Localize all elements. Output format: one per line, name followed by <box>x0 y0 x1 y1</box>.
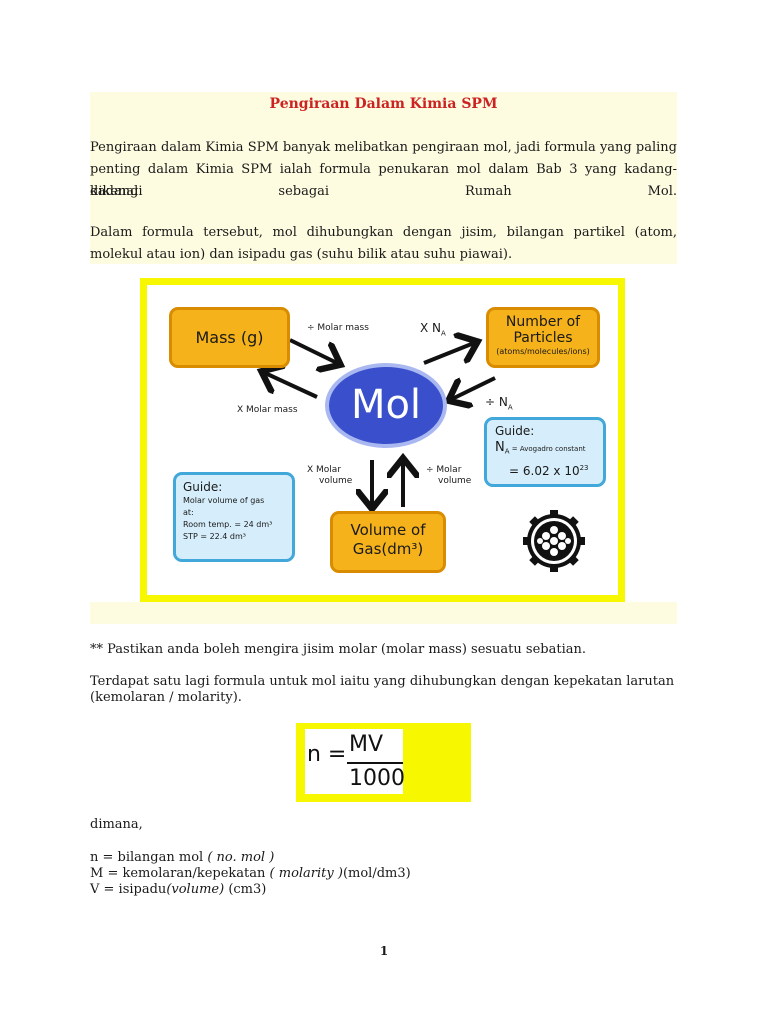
paragraph-intro-last-line: dikenali sebagai Rumah Mol. <box>90 181 677 203</box>
label-times-na-sub: A <box>441 329 446 338</box>
guide-right-na-sub: A <box>504 447 510 456</box>
dimana-label: dimana, <box>90 817 143 832</box>
guide-avogadro-box: Guide: NA = Avogadro constant = 6.02 x 1… <box>484 417 606 487</box>
definition-n: n = bilangan mol ( no. mol ) <box>90 850 274 866</box>
diagram-arrows <box>147 285 585 572</box>
definition-m-italic: ( molarity ) <box>269 866 343 881</box>
definition-m-unit: (mol/dm3) <box>342 866 411 881</box>
volume-label-line1: Volume of <box>350 521 426 539</box>
mol-circle: Mol <box>325 363 447 448</box>
label-divide-molar-mass: ÷ Molar mass <box>307 323 369 333</box>
paragraph-molarity-line1: Terdapat satu lagi formula untuk mol iai… <box>90 674 675 689</box>
definition-v-text: V = isipadu <box>90 882 167 897</box>
paragraph-formula-description: Dalam formula tersebut, mol dihubungkan … <box>90 225 677 262</box>
definition-m-text: M = kemolaran/kepekatan <box>90 866 266 881</box>
mol-label: Mol <box>350 382 422 428</box>
guide-left-line4: STP = 22.4 dm³ <box>183 532 247 541</box>
paragraph-molarity-line2: (kemolaran / molarity). <box>90 690 242 705</box>
definition-n-italic: ( no. mol ) <box>207 850 275 865</box>
definition-v: V = isipadu(volume) (cm3) <box>90 882 266 898</box>
label-times-molar-mass: X Molar mass <box>237 405 298 415</box>
arrow-mol-to-mass <box>265 373 318 399</box>
label-times-molar-volume-1: X Molar <box>307 465 342 475</box>
particles-label-line1: Number of <box>505 314 581 330</box>
label-times-na-text: X N <box>420 321 442 335</box>
gear-logo-icon <box>523 510 585 572</box>
word: Mol. <box>647 184 677 199</box>
particles-sublabel: (atoms/molecules/ions) <box>496 347 590 356</box>
note-molar-mass: ** Pastikan anda boleh mengira jisim mol… <box>90 642 586 657</box>
word: Rumah <box>465 184 512 199</box>
guide-right-value: = 6.02 x 10 <box>509 464 580 479</box>
guide-right-desc: = Avogadro constant <box>511 445 586 453</box>
arrow-mol-to-particles <box>423 343 474 365</box>
page-title: Pengiraan Dalam Kimia SPM <box>269 96 498 112</box>
arrow-mass-to-mol <box>289 338 337 363</box>
guide-left-line2: at: <box>183 508 194 517</box>
guide-molar-volume-box: Guide: Molar volume of gas at: Room temp… <box>173 472 295 562</box>
label-divide-na-text: ÷ N <box>485 395 508 409</box>
formula-box: n = MV 1000 <box>305 729 405 794</box>
guide-right-title: Guide: <box>495 424 535 438</box>
label-divide-molar-volume: ÷ Molar volume <box>426 465 471 487</box>
volume-box: Volume of Gas(dm³) <box>330 511 446 573</box>
definition-v-italic: (volume) <box>166 882 225 897</box>
guide-right-value-line: = 6.02 x 1023 <box>495 460 603 479</box>
text-highlight-band <box>90 92 677 264</box>
word: sebagai <box>278 184 330 199</box>
word: dikenali <box>90 184 143 199</box>
label-divide-molar-volume-2: volume <box>438 476 472 486</box>
page-number: 1 <box>379 944 389 958</box>
definition-m: M = kemolaran/kepekatan ( molarity )(mol… <box>90 866 411 882</box>
paragraph-intro: Pengiraan dalam Kimia SPM banyak melibat… <box>90 140 677 199</box>
diagram-highlight-band <box>90 602 677 624</box>
guide-right-exp: 23 <box>579 464 589 473</box>
label-times-molar-volume-2: volume <box>319 476 353 486</box>
particles-box: Number of Particles (atoms/molecules/ion… <box>486 307 600 368</box>
formula-fraction-bar <box>347 762 403 764</box>
label-divide-na-sub: A <box>507 403 513 412</box>
formula-denominator: 1000 <box>349 766 405 791</box>
formula-lhs: n = <box>307 742 347 767</box>
particles-label-line2: Particles <box>513 330 573 346</box>
label-times-na: X NA <box>420 321 446 337</box>
formula-numerator: MV <box>349 732 384 757</box>
mol-conversion-diagram: Mass (g) Number of Particles (atoms/mole… <box>140 278 625 602</box>
volume-label-line2: Gas(dm³) <box>352 540 424 558</box>
label-times-molar-volume: X Molar volume <box>307 465 352 487</box>
mass-box: Mass (g) <box>169 307 290 368</box>
arrow-particles-to-mol <box>452 376 496 399</box>
label-divide-molar-volume-1: ÷ Molar <box>426 465 462 475</box>
definition-n-text: n = bilangan mol <box>90 850 204 865</box>
guide-right-na-line: NA = Avogadro constant <box>495 439 603 460</box>
guide-left-line3: Room temp. = 24 dm³ <box>183 520 273 529</box>
mass-box-label: Mass (g) <box>195 328 264 347</box>
guide-left-line1: Molar volume of gas <box>183 496 265 505</box>
guide-right-na: N <box>495 440 505 455</box>
molarity-formula: n = MV 1000 <box>296 723 471 802</box>
label-divide-na: ÷ NA <box>485 395 513 411</box>
definition-v-unit: (cm3) <box>224 882 267 897</box>
guide-left-title: Guide: <box>183 480 223 494</box>
